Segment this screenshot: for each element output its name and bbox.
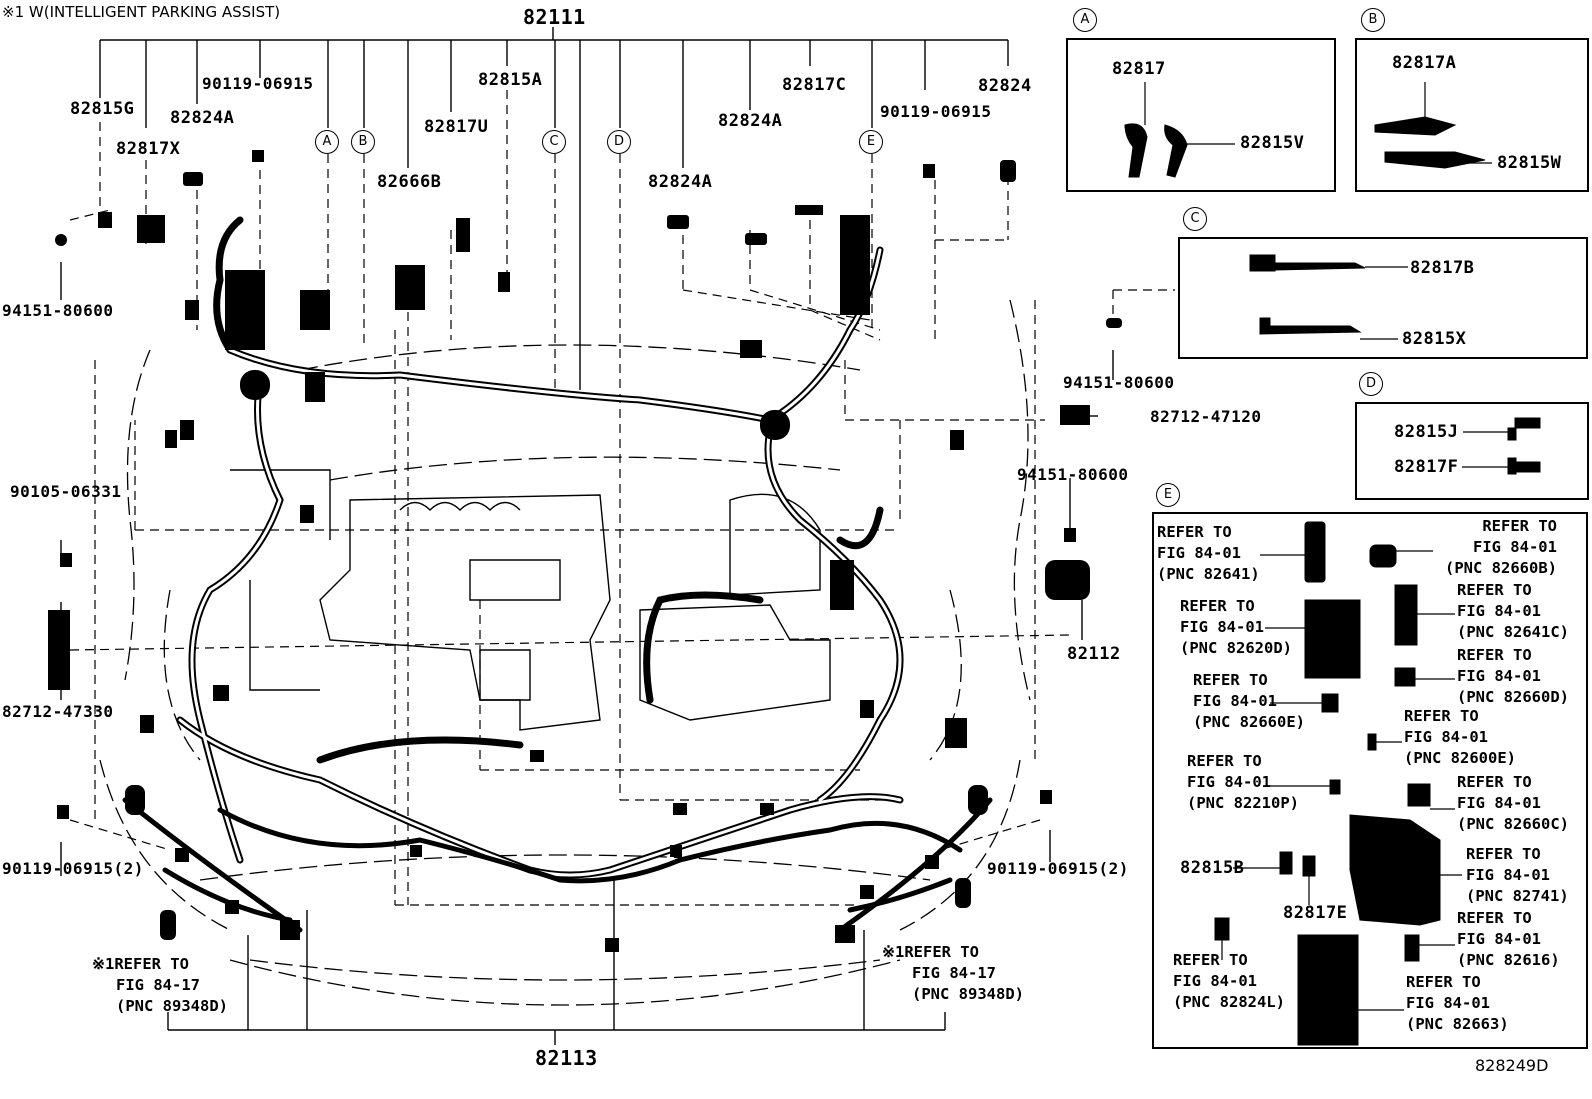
panel-b-part: 82815W <box>1497 153 1562 173</box>
panel-a <box>1066 38 1336 192</box>
refer-note-right: ※1REFER TO FIG 84-17 (PNC 89348D) <box>882 943 1024 1003</box>
part-label: 82817U <box>424 117 489 137</box>
panel-d <box>1355 402 1589 500</box>
connector-shapes <box>48 150 1122 952</box>
panel-d-tag: D <box>1359 372 1383 396</box>
part-label: 82824A <box>170 108 235 128</box>
part-label: 82712-47120 <box>1150 407 1262 426</box>
panel-b <box>1355 38 1589 192</box>
harness-highlight <box>178 248 902 877</box>
fuse-holder-label: 82112 <box>1067 644 1121 664</box>
panel-part-shapes <box>1124 116 1541 1046</box>
panel-a-tag: A <box>1073 8 1097 32</box>
note-text: ※1 W(INTELLIGENT PARKING ASSIST) <box>2 3 281 21</box>
part-label: 90105-06331 <box>10 482 122 501</box>
callout-e: E <box>859 130 883 154</box>
panel-e <box>1152 512 1588 1049</box>
harness-bottom-label: 82113 <box>535 1046 598 1070</box>
callout-a: A <box>315 130 339 154</box>
panel-c <box>1178 237 1588 359</box>
part-label: 82824A <box>718 111 783 131</box>
panel-d-part: 82817F <box>1394 457 1459 477</box>
part-label: 82817C <box>782 75 847 95</box>
panel-b-tag: B <box>1361 8 1385 32</box>
part-label: 94151-80600 <box>2 301 114 320</box>
document-number: 828249D <box>1475 1056 1549 1075</box>
harness-main <box>176 216 904 879</box>
part-label: 82666B <box>377 172 442 192</box>
part-label: 90119-06915 <box>202 74 314 93</box>
engine-outline <box>230 469 831 731</box>
part-label: 82815G <box>70 99 135 119</box>
panel-a-part: 82817 <box>1112 59 1166 79</box>
panel-c-tag: C <box>1183 207 1207 231</box>
panel-d-part: 82815J <box>1394 422 1459 442</box>
callout-b: B <box>351 130 375 154</box>
refer-note-left: ※1REFER TO FIG 84-17 (PNC 89348D) <box>92 955 228 1015</box>
panel-e-tag: E <box>1156 483 1180 507</box>
part-label: 90119-06915(2) <box>987 859 1129 878</box>
panel-c-part: 82817B <box>1410 258 1475 278</box>
harness-bumper <box>122 797 993 933</box>
dashed-guides <box>69 90 1175 906</box>
panel-a-part: 82815V <box>1240 133 1305 153</box>
panel-b-part: 82817A <box>1392 53 1457 73</box>
part-label: 90119-06915 <box>880 102 992 121</box>
part-label: 82824 <box>978 76 1032 96</box>
part-label: 82824A <box>648 172 713 192</box>
part-label: 90119-06915(2) <box>2 859 144 878</box>
vehicle-outline <box>99 299 1031 1006</box>
part-label: 94151-80600 <box>1017 465 1129 484</box>
part-label: 94151-80600 <box>1063 373 1175 392</box>
panel-e-part: 82817E <box>1283 903 1348 923</box>
callout-c: C <box>542 130 566 154</box>
panel-leaders <box>1144 82 1508 1011</box>
harness-top-label: 82111 <box>523 5 586 29</box>
part-label: 82817X <box>116 139 181 159</box>
part-label: 82712-47330 <box>2 702 114 721</box>
panel-c-part: 82815X <box>1402 329 1467 349</box>
panel-e-part: 82815B <box>1180 858 1245 878</box>
callout-d: D <box>607 130 631 154</box>
part-label: 82815A <box>478 70 543 90</box>
leader-lines <box>60 27 1114 1045</box>
